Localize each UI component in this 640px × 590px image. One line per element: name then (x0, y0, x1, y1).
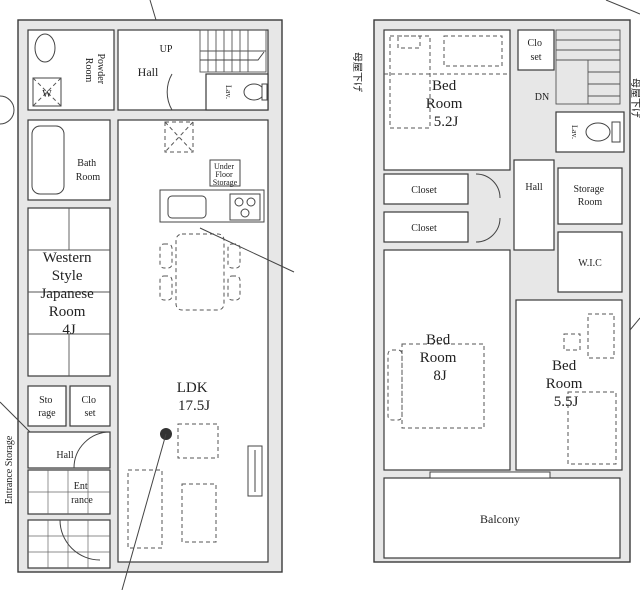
storage-small-label: Sto rage (38, 395, 56, 419)
living-table (181, 483, 217, 543)
lavatory-second-label: Lav. (570, 125, 579, 139)
bed-room-3-label: Bed Room 5.5J (546, 358, 586, 410)
hall-bottom-door (73, 431, 111, 469)
storage-small (27, 385, 67, 427)
bed-room-2 (383, 249, 511, 471)
bath-room-label: Bath Room (76, 158, 101, 183)
second-floor: 母屋下げ 母屋下げ Bed Room 5.2J Clo set DN Lav. … (351, 0, 640, 563)
lavatory-top (205, 73, 269, 111)
hall-door (166, 73, 173, 111)
under-floor-storage-box (209, 159, 241, 187)
closet-small-label: Clo set (82, 395, 99, 419)
hall-second-label: Hall (525, 182, 542, 193)
bed-room-1 (383, 29, 511, 171)
photo-direction-line (199, 227, 295, 273)
stairs-down-icon (555, 29, 621, 105)
storage-room (557, 167, 623, 225)
washer-label: W (42, 89, 52, 100)
bed-3 (567, 391, 617, 465)
powder-room-label: Powder Room (83, 53, 106, 86)
closet-1-door (475, 173, 501, 199)
stairs-down-label: DN (535, 92, 549, 103)
hall-top-label: Hall (138, 65, 159, 79)
walk-in-closet (557, 231, 623, 293)
kitchen-sink-icon (167, 195, 207, 219)
closet-top-label: Clo set (528, 38, 545, 63)
hall-bottom (27, 431, 111, 469)
stairs-up-label: UP (160, 44, 173, 55)
closet-1 (383, 173, 469, 205)
walk-in-closet-label: W.I.C (578, 258, 602, 269)
closet-2-label: Closet (411, 223, 437, 234)
sofa (127, 469, 163, 549)
balcony (383, 477, 621, 559)
closet-2-door (475, 217, 501, 243)
living-armchair (177, 423, 219, 459)
bathtub-icon (31, 125, 65, 195)
closet-1-label: Closet (411, 185, 437, 196)
entrance-tiles (28, 470, 110, 514)
ldk (117, 119, 269, 563)
closet-2 (383, 211, 469, 243)
bed-room-2-label: Bed Room 8J (420, 332, 460, 384)
entrance-storage-label: Entrance Storage (4, 435, 15, 504)
toilet-icon (243, 83, 265, 101)
desk-1 (443, 35, 503, 67)
first-floor: Powder Room W UP Hall Lav. Bath Room Und… (0, 0, 295, 590)
tatami-mats (28, 208, 110, 376)
storage-room-label: Storage Room (573, 184, 606, 208)
ceiling-hatch-icon (164, 121, 194, 153)
western-japanese-room-label: Western Style Japanese Room 4J (40, 250, 97, 338)
toilet-second-icon (585, 122, 611, 142)
front-door (59, 519, 101, 561)
under-floor-storage-label: Under Floor Storage (213, 162, 238, 187)
ldk-label: LDK 17.5J (177, 380, 212, 414)
bed-room-1-label: Bed Room 5.2J (426, 78, 466, 130)
bed-room-3 (515, 299, 623, 471)
hall-bottom-label: Hall (56, 450, 73, 461)
closet-small (69, 385, 111, 427)
powder-sink-icon (34, 33, 56, 63)
lavatory-top-label: Lav. (224, 85, 233, 99)
hall-second (513, 159, 555, 251)
bed-1 (389, 35, 431, 129)
ceiling-note-right: 母屋下げ (629, 78, 640, 118)
dining-table (175, 233, 225, 311)
washer-icon (32, 77, 62, 107)
ceiling-note-left: 母屋下げ (351, 52, 363, 92)
entrance-label: Ent rance (71, 481, 93, 506)
stairs-up-icon (199, 29, 267, 73)
balcony-label: Balcony (480, 512, 520, 526)
porch (27, 519, 111, 569)
closet-top (517, 29, 555, 71)
